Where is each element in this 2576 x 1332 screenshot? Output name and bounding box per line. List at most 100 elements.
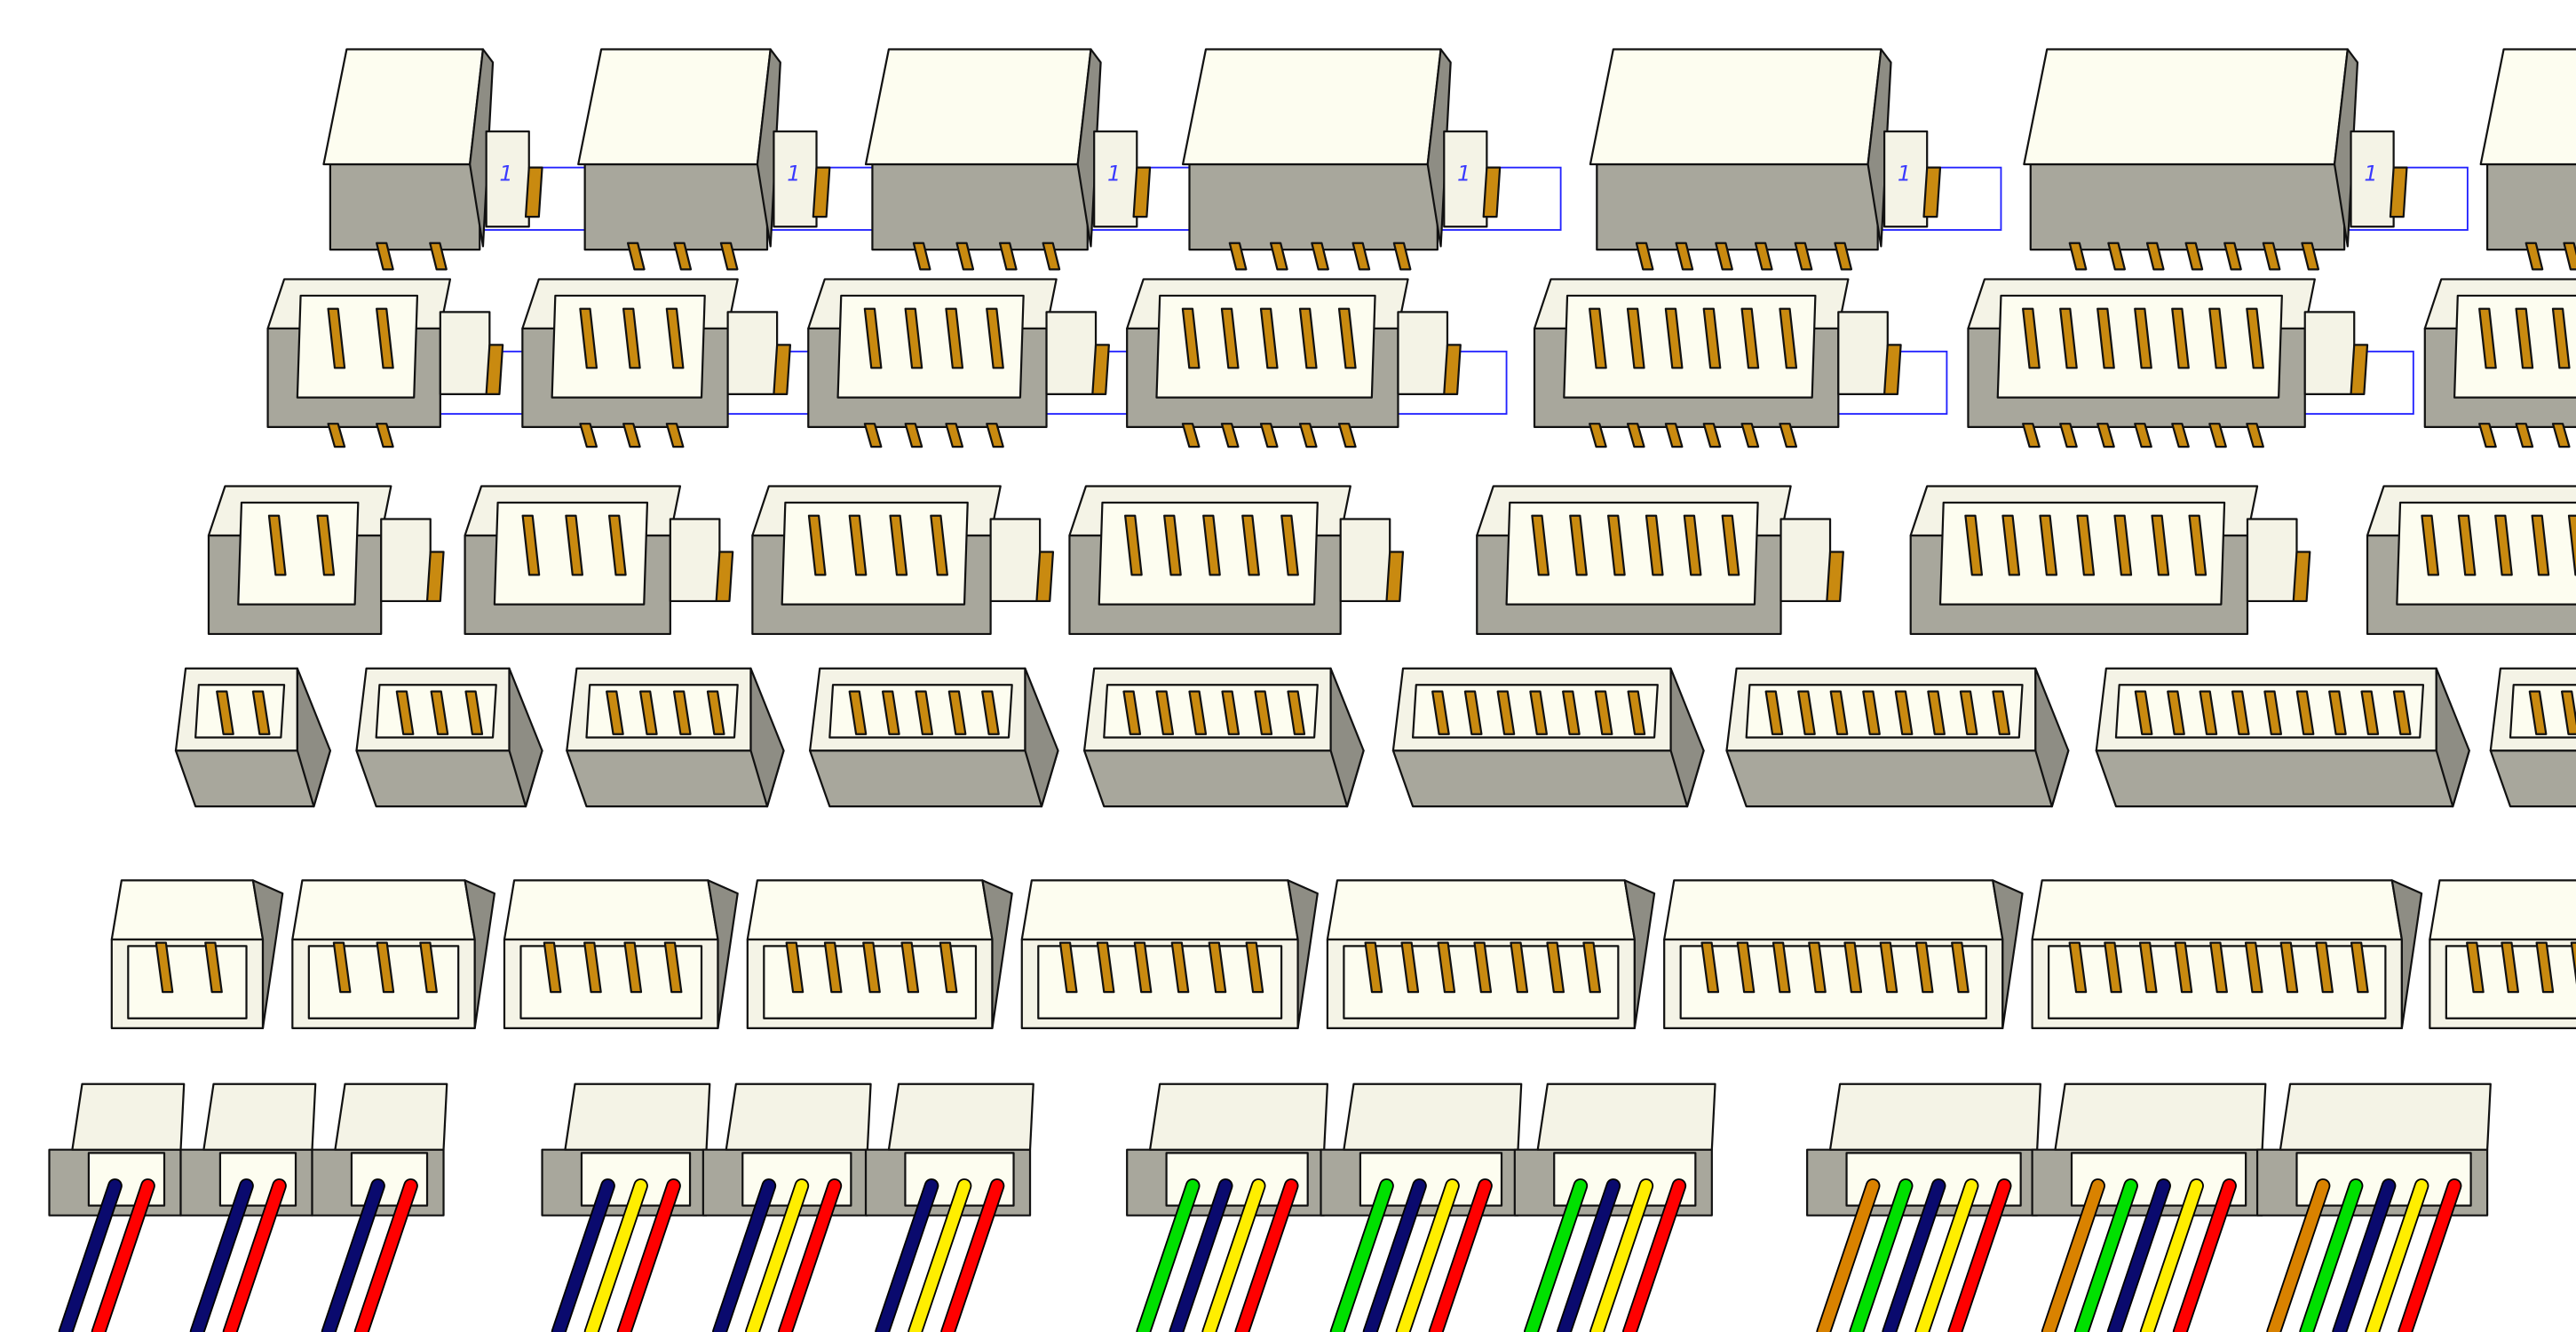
mount-tab — [715, 551, 734, 603]
smd-pin — [2478, 423, 2497, 448]
smd-right-angle-connector-3pin — [464, 485, 734, 636]
pin — [464, 690, 484, 735]
pin — [2360, 690, 2380, 735]
pin — [2076, 514, 2096, 576]
smd-vertical-connector-5pin — [1126, 278, 1508, 448]
pin — [1569, 514, 1588, 576]
housing-top — [2479, 48, 2576, 166]
pin — [848, 690, 868, 735]
housing-top — [725, 1082, 872, 1151]
pin — [2244, 941, 2263, 994]
wire — [909, 1179, 971, 1332]
housing-window — [350, 1152, 429, 1207]
housing-cavity — [237, 501, 360, 606]
pin — [521, 514, 541, 576]
mount-tab — [1091, 344, 1110, 396]
housing-side — [464, 879, 495, 1029]
housing-side — [469, 48, 495, 248]
wire — [585, 1179, 647, 1332]
smd-pin — [2563, 242, 2576, 271]
pin — [2350, 941, 2369, 994]
smd-pin — [1589, 423, 1607, 448]
pin — [904, 307, 923, 369]
pin — [2174, 941, 2193, 994]
wire — [1883, 1179, 1945, 1332]
pin — [2167, 690, 2185, 735]
smd-pin — [1392, 242, 1412, 271]
pin — [419, 941, 438, 994]
wire — [355, 1179, 417, 1332]
pin — [1510, 941, 1529, 994]
cable-housings-connector-2pin — [48, 1082, 186, 1332]
smd-pin — [912, 242, 931, 271]
tht-vertical-connector-4pin — [566, 667, 785, 808]
mount-tab — [812, 166, 831, 218]
housing-face — [1188, 163, 1439, 251]
latch-block — [2246, 518, 2298, 603]
housing-side — [749, 667, 785, 808]
pin — [1582, 941, 1602, 994]
housing-top — [1326, 879, 1636, 941]
smd-right-angle-top-connector-3pin: 1 — [577, 48, 892, 271]
smd-pin — [2515, 423, 2534, 448]
wire — [92, 1179, 154, 1332]
tht-vertical-connector-10pin — [2489, 667, 2576, 808]
smd-pin — [1794, 242, 1813, 271]
smd-pin — [998, 242, 1018, 271]
smd-vertical-connector-4pin — [807, 278, 1156, 448]
pin — [1862, 690, 1881, 735]
smd-pin — [1664, 423, 1684, 448]
pin — [316, 514, 336, 576]
pin — [332, 941, 352, 994]
latch-block — [1837, 311, 1889, 396]
wire — [2366, 1179, 2428, 1332]
mount-tab — [485, 344, 504, 396]
smd-vertical-connector-6pin — [1533, 278, 1948, 448]
housing-top — [577, 48, 772, 166]
housing-side — [2034, 667, 2070, 808]
cable-housings-connector-4pin — [1513, 1082, 1716, 1332]
pin — [785, 941, 805, 994]
pin — [1259, 307, 1279, 369]
housing-face — [2489, 749, 2576, 808]
latch-block — [2303, 311, 2356, 396]
latch-block — [1093, 130, 1138, 228]
smd-pin — [955, 242, 975, 271]
pin — [1894, 690, 1914, 735]
pin — [1122, 690, 1142, 735]
smd-pin — [1635, 242, 1654, 271]
wire — [1949, 1179, 2010, 1332]
pin — [1241, 514, 1260, 576]
housing-top — [1020, 879, 1299, 941]
housing-top — [2031, 879, 2403, 941]
pin — [638, 690, 658, 735]
pin — [947, 690, 967, 735]
pin — [2501, 941, 2519, 994]
smd-right-angle-top-connector-8pin: 1 — [2479, 48, 2576, 271]
housing-side — [1329, 667, 1365, 808]
pin — [2188, 514, 2207, 576]
cable-housings-connector-4pin — [1126, 1082, 1329, 1332]
housing-cavity — [585, 684, 739, 739]
pin — [2001, 514, 2021, 576]
pin — [862, 941, 881, 994]
smd-pin — [626, 242, 646, 271]
tht-vertical-connector-9pin — [2095, 667, 2470, 808]
pin1-marker: 1 — [2364, 161, 2377, 186]
smd-pin — [1181, 423, 1201, 448]
pin — [622, 307, 641, 369]
cable-housings-connector-5pin — [2255, 1082, 2492, 1332]
smd-pin — [1626, 423, 1645, 448]
pin — [986, 307, 1004, 369]
latch-block — [2350, 130, 2395, 228]
housing-window — [1845, 1152, 2022, 1207]
housing-window — [87, 1152, 166, 1207]
latch-block — [1882, 130, 1929, 228]
tht-vertical-connector-5pin — [809, 667, 1059, 808]
smd-right-angle-top-connector-4pin: 1 — [864, 48, 1212, 271]
pin — [376, 941, 395, 994]
housing-top — [202, 1082, 317, 1151]
cable-housings-connector-2pin — [179, 1082, 317, 1332]
housing-face — [566, 749, 785, 808]
housing-top — [1663, 879, 2004, 941]
